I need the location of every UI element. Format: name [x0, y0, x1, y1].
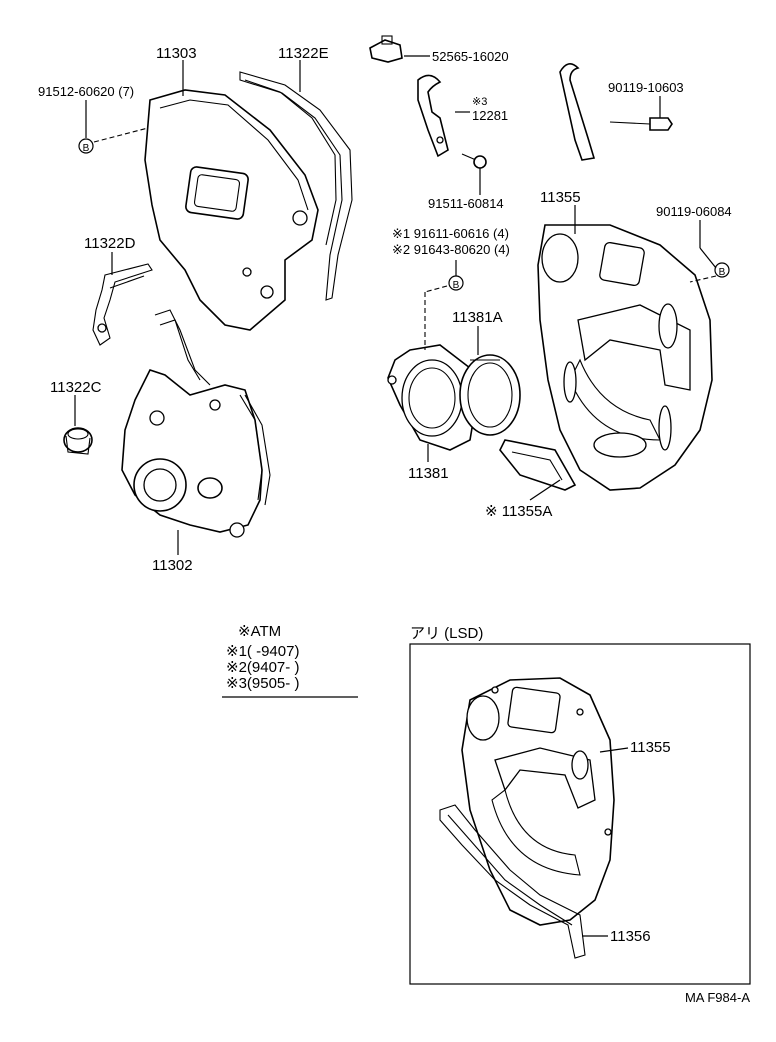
note-atm: ※ATM [238, 623, 281, 640]
lsd-gasket-11356 [439, 804, 586, 959]
label-11381: 11381 [408, 465, 449, 482]
label-11355a: ※ 11355A [485, 503, 552, 520]
marker-b-91611: B [448, 275, 464, 291]
marker-b-91512: B [78, 138, 94, 154]
clip-52565 [369, 35, 403, 63]
label-star3: ※3 [472, 96, 487, 108]
label-90119-06084: 90119-06084 [656, 204, 732, 219]
label-11322e: 11322E [278, 45, 329, 62]
svg-text:B: B [83, 143, 90, 154]
label-11322d: 11322D [84, 235, 136, 252]
label-91511: 91511-60814 [428, 196, 504, 211]
note-1: ※1( -9407) [226, 643, 299, 660]
label-11381a: 11381A [452, 309, 503, 326]
label-12281: 12281 [472, 108, 508, 123]
svg-text:B: B [453, 280, 460, 291]
label-11302: 11302 [152, 557, 193, 574]
label-52565: 52565-16020 [432, 49, 509, 64]
oil-seal-11381a [459, 354, 521, 436]
note-3: ※3(9505- ) [226, 675, 299, 692]
seal-retainer-11381 [387, 344, 476, 451]
label-91611: ※1 91611-60616 (4) [392, 226, 509, 241]
note-2: ※2(9407- ) [226, 659, 299, 676]
lsd-title: アリ (LSD) [410, 625, 483, 642]
diagram-code: MA F984-A [685, 990, 750, 1005]
leader-lines [74, 55, 717, 555]
seal-11355a [499, 439, 577, 491]
label-11355: 11355 [540, 189, 581, 206]
lsd-label-11356: 11356 [610, 928, 651, 945]
end-plate-11355 [537, 224, 713, 491]
gasket-11322d [92, 263, 153, 346]
timing-cover-lower [121, 309, 271, 538]
lsd-end-plate [461, 677, 615, 926]
gasket-11322e [239, 71, 353, 301]
bolt-91511 [461, 153, 487, 169]
grommet-11322c [63, 427, 93, 455]
label-11322c: 11322C [50, 379, 102, 396]
label-90119-10603: 90119-10603 [608, 80, 684, 95]
label-11303: 11303 [156, 45, 197, 62]
timing-cover-upper [144, 89, 319, 331]
lsd-inset: アリ (LSD) 11355 11356 [409, 625, 751, 985]
marker-b-90119: B [714, 262, 730, 278]
label-91643: ※2 91643-80620 (4) [392, 242, 510, 257]
notes-block: ※ATM ※1( -9407) ※2(9407- ) ※3(9505- ) [222, 623, 358, 698]
hook-90119-10603 [559, 63, 673, 161]
label-91512: 91512-60620 (7) [38, 84, 134, 99]
lsd-label-11355: 11355 [630, 739, 671, 756]
svg-text:B: B [719, 267, 726, 278]
hook-bracket-12281 [417, 74, 449, 158]
